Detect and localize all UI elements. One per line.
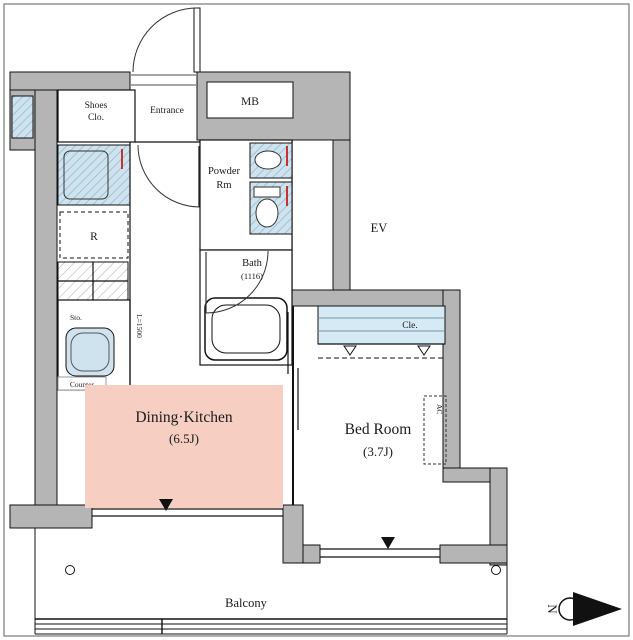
washer-pan-inner: [63, 150, 109, 200]
wall-right-lower: [489, 467, 508, 566]
toilet-bowl: [255, 198, 279, 228]
wall-partition-bottom: [282, 504, 304, 564]
tiny-red-annotation: [121, 149, 123, 169]
closet-shelf: [317, 305, 446, 345]
toilet-tank: [253, 186, 281, 198]
kitchen-sink-inner: [70, 332, 110, 372]
bath-label: Bath: [242, 258, 263, 269]
compass-arrow-icon: [573, 592, 622, 626]
hanger-pipe-mark: [343, 345, 357, 356]
dk-window-marker: [159, 499, 173, 511]
refrigerator-space: [59, 211, 129, 259]
entry-door-leaf: [193, 7, 201, 73]
washbasin-bowl: [254, 150, 282, 170]
counter-label: Counter: [70, 380, 95, 389]
pipe-space-fixture: [11, 95, 34, 139]
bedroom-label: Bed Room: [345, 421, 412, 438]
dining-kitchen-size-label: (6.5J): [169, 431, 199, 446]
storage-label: Sto.: [70, 313, 82, 322]
bath-size-label: (1116): [241, 271, 263, 281]
powder-room-label-2: Rm: [216, 180, 231, 191]
closet-label: Cle.: [402, 321, 418, 331]
entry-door-swing-arc: [132, 7, 198, 73]
bathtub-inner: [211, 304, 281, 354]
image-frame: [3, 3, 630, 637]
bedroom-size-label: (3.7J): [363, 444, 393, 459]
drain-symbol: [65, 565, 75, 575]
counter-length-label: L=1500: [135, 314, 144, 338]
shoes-closet-label-2: Clo.: [88, 113, 104, 123]
bath-door-swing-arc: [205, 250, 269, 314]
meter-box-label: MB: [241, 96, 259, 108]
hanger-pipe-mark: [417, 345, 431, 356]
compass-north-label: N: [545, 604, 560, 614]
wall-ev-left: [332, 139, 351, 307]
kitchen-sink: [65, 327, 115, 377]
elevator-label: EV: [371, 221, 388, 235]
tiny-red-annotation: [286, 186, 288, 206]
entrance-label: Entrance: [150, 106, 184, 116]
tiny-red-annotation: [286, 146, 288, 166]
powder-room-label-1: Powder: [208, 166, 241, 177]
wall-bedroom-bottom-right: [439, 544, 508, 564]
meter-box: [206, 81, 294, 119]
wall-bedroom-top: [289, 289, 461, 307]
wall-bedroom-right: [442, 289, 461, 483]
shoes-closet-room: [57, 89, 136, 143]
dining-kitchen-label: Dining·Kitchen: [135, 409, 233, 426]
drain-symbol: [491, 565, 501, 575]
wall-dk-bottom-left: [9, 504, 93, 529]
bedroom-window-marker: [381, 537, 395, 549]
shoes-closet-label-1: Shoes: [85, 101, 108, 111]
air-conditioner-space: [423, 395, 447, 465]
air-conditioner-label: AC: [435, 404, 444, 414]
bathtub: [204, 297, 288, 361]
hall-door-swing-arc: [137, 144, 201, 208]
wall-left-column: [34, 89, 58, 506]
wall-top-left: [9, 71, 131, 91]
dining-kitchen-floor: [85, 385, 283, 508]
washer-pan-fixture: [57, 144, 131, 206]
refrigerator-label: R: [90, 231, 98, 243]
balcony-label: Balcony: [225, 596, 267, 610]
